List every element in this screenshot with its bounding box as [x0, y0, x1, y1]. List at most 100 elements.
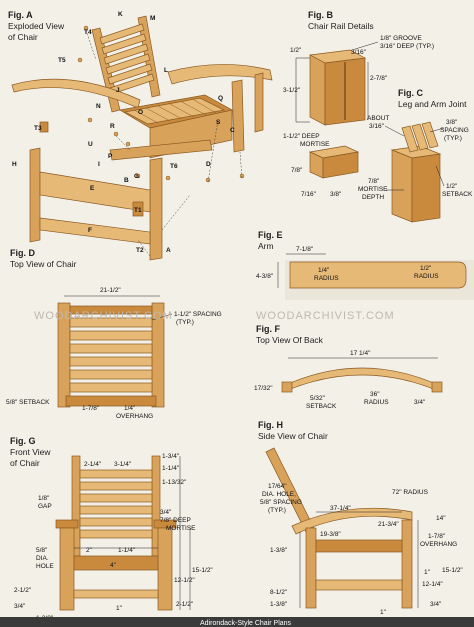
fig-b-dim-716: 7/16": [301, 191, 317, 198]
fig-b-dim-mortise-deep: 1-1/2" DEEP: [283, 133, 320, 140]
part-label-d: D: [206, 161, 211, 168]
fig-c-dim-316: 3/16": [369, 123, 385, 130]
leg-right-back: [254, 72, 264, 133]
h-stretcher: [315, 579, 403, 591]
fig-a: Fig. A Exploded View of Chair: [8, 10, 273, 261]
fig-b-dim-278: 2-7/8": [370, 75, 388, 82]
part-label-b: B: [124, 177, 129, 184]
footer-text: Adirondack-Style Chair Plans: [200, 620, 292, 627]
part-label-r: R: [110, 123, 115, 130]
fig-c-dim-about: ABOUT: [367, 115, 389, 122]
fig-a-title: Fig. A: [8, 10, 33, 20]
back-slats: [99, 23, 155, 95]
footer-bar: [0, 617, 474, 627]
h-leg-back: [305, 527, 317, 609]
part-label-t4: T4: [84, 29, 92, 36]
fig-h-dim-1764: 17/64": [268, 483, 287, 490]
g-dim-lines: [74, 456, 191, 610]
part-label-t3: T3: [34, 125, 42, 132]
fig-d-dim-spacing: 1-1/2" SPACING: [174, 311, 222, 318]
fig-c-dim-half: 1/2": [446, 183, 458, 190]
arm-right: [167, 64, 273, 85]
fig-f-dim-34: 3/4": [414, 399, 426, 406]
fig-d-dim-178: 1-7/8": [82, 405, 100, 412]
fig-g-dim-314: 3-1/4": [114, 461, 132, 468]
part-label-g: G: [134, 173, 139, 180]
fig-h-dim-58: 5/8" SPACING: [260, 499, 302, 506]
fig-b-dim-38: 3/8": [330, 191, 342, 198]
fig-g-dim-1: 1": [116, 605, 123, 612]
fig-g-dim-dia: DIA.: [36, 555, 49, 562]
fig-e: Fig. E Arm 7-1/8" 4-3/8" 1/4" RADIUS 1/2…: [256, 230, 467, 289]
back-stile-end-left: [281, 381, 293, 393]
fig-g-dim-gap: GAP: [38, 503, 52, 510]
watermark-1: WOODARCHIVIST.COM: [34, 310, 173, 322]
fig-h-dim-138b: 1-3/8": [270, 601, 288, 608]
fig-e-dim-12: 1/2": [420, 265, 432, 272]
fig-g-dim-212b: 2-1/2": [176, 601, 194, 608]
tenon-front: [322, 151, 359, 179]
part-label-i: I: [98, 161, 100, 168]
fig-f: Fig. F Top View Of Back 17 1/4" 17/32" 5…: [254, 324, 443, 410]
fig-g-dim-1212: 12-1/2": [174, 577, 195, 584]
side-rail-lower: [39, 217, 151, 245]
part-label-c: C: [230, 127, 235, 134]
dowels: [77, 25, 245, 183]
fig-g-dim-134: 1-3/4": [162, 453, 180, 460]
arm-right-top: [151, 302, 165, 408]
fig-g-dim-11332: 1-13/32": [162, 479, 187, 486]
assembly-lines: [85, 29, 243, 257]
fig-e-subtitle: Arm: [258, 241, 274, 251]
fig-g-dim-212a: 2-1/2": [14, 587, 32, 594]
part-label-o: O: [138, 109, 143, 116]
fig-f-dim-radius: RADIUS: [364, 399, 389, 406]
h-back: [265, 447, 315, 533]
side-rail-upper: [39, 171, 151, 213]
arm-left-top: [57, 302, 71, 408]
fig-d-dim-2112: 21-1/2": [100, 287, 121, 294]
fig-h-dim-178: 1-7/8": [428, 533, 446, 540]
fig-h: Fig. H Side View of Chair 72" RADIUS 17/…: [258, 420, 463, 616]
part-labels: K T4 M T5 J L T3 N Q R P S O C T6 D H U …: [12, 11, 235, 254]
part-label-t1: T1: [134, 207, 142, 214]
fig-g-dim-1512: 15-1/2": [192, 567, 213, 574]
fig-f-dim-1732: 17/32": [254, 385, 273, 392]
g-leg-left: [59, 527, 75, 611]
g-arm-left: [55, 519, 79, 529]
h-seat-rail: [315, 539, 403, 553]
fig-g-dim-114b: 1-1/4": [118, 547, 136, 554]
fig-e-dim-438: 4-3/8": [256, 273, 274, 280]
part-label-f: F: [88, 227, 92, 234]
fig-h-dim-1b: 1": [380, 609, 387, 616]
part-label-e: E: [90, 185, 95, 192]
fig-g-dim-18: 1/8": [38, 495, 50, 502]
fig-e-dim-radius-1: RADIUS: [314, 275, 339, 282]
fig-c-dim-typ: (TYP.): [444, 135, 462, 142]
leg-front: [411, 153, 441, 223]
block-t3: [39, 121, 49, 133]
fig-f-title: Fig. F: [256, 324, 280, 334]
g-back-slats: [79, 469, 153, 539]
fig-a-subtitle-1: Exploded View: [8, 21, 65, 31]
fig-g: Fig. G Front View of Chair 2-1/4" 3-1/4"…: [10, 436, 213, 622]
part-label-u: U: [88, 141, 93, 148]
part-label-t2: T2: [136, 247, 144, 254]
fig-b: Fig. B Chair Rail Details 1/8" GROOVE 3/…: [283, 10, 434, 198]
fig-d-subtitle: Top View of Chair: [10, 259, 77, 269]
fig-b-title: Fig. B: [308, 10, 333, 20]
fig-h-dim-812: 8-1/2": [270, 589, 288, 596]
fig-h-dim-1938: 19-3/8": [320, 531, 341, 538]
fig-c-dim-setback: SETBACK: [442, 191, 473, 198]
watermark-2: WOODARCHIVIST.COM: [256, 310, 395, 322]
part-label-p: P: [108, 153, 113, 160]
fig-h-dim-1512: 15-1/2": [442, 567, 463, 574]
leg-side: [391, 149, 413, 223]
h-dim-lines: [299, 511, 419, 608]
fig-e-dim-14: 1/4": [318, 267, 330, 274]
part-label-s: S: [216, 119, 221, 126]
fig-c-dim-spacing: SPACING: [440, 127, 469, 134]
seat-slats-top: [69, 317, 153, 393]
fig-b-dim-half: 1/2": [290, 47, 302, 54]
stretcher-mid: [109, 139, 213, 161]
